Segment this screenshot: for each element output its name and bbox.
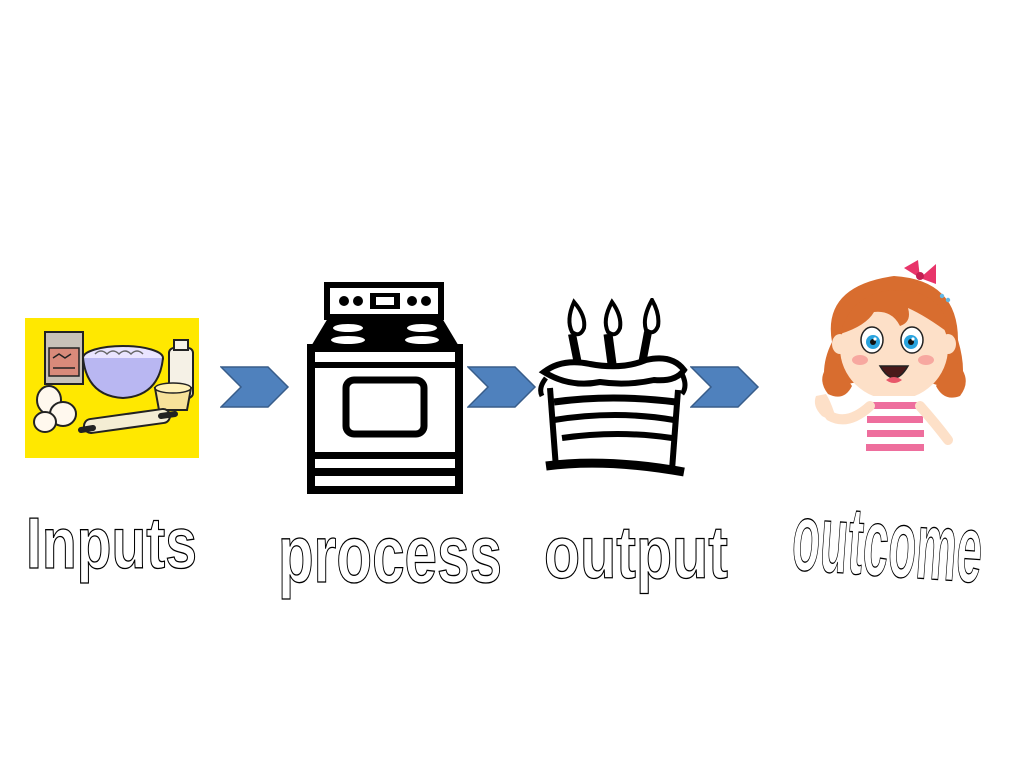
stage-label-process: process xyxy=(277,508,502,600)
arrow-shape xyxy=(690,366,760,408)
stage-label-outcome-text: outcome xyxy=(789,483,986,603)
arrow-shape xyxy=(220,366,290,408)
stage-label-output-text: output xyxy=(544,511,728,594)
stage-label-inputs-text: Inputs xyxy=(26,502,197,583)
birthday-cake-icon xyxy=(538,298,688,477)
oven-icon xyxy=(307,282,463,494)
arrow-right-icon-2 xyxy=(467,366,537,408)
happy-girl-icon xyxy=(814,260,966,454)
stage-label-process-text: process xyxy=(278,509,502,600)
arrow-right-icon-1 xyxy=(220,366,290,408)
stage-label-output: output xyxy=(543,510,728,594)
stage-label-inputs: Inputs xyxy=(25,502,197,584)
arrow-shape xyxy=(467,366,537,408)
baking-ingredients-icon xyxy=(25,318,199,458)
arrow-right-icon-3 xyxy=(690,366,760,408)
stage-label-outcome: outcome xyxy=(788,483,986,604)
